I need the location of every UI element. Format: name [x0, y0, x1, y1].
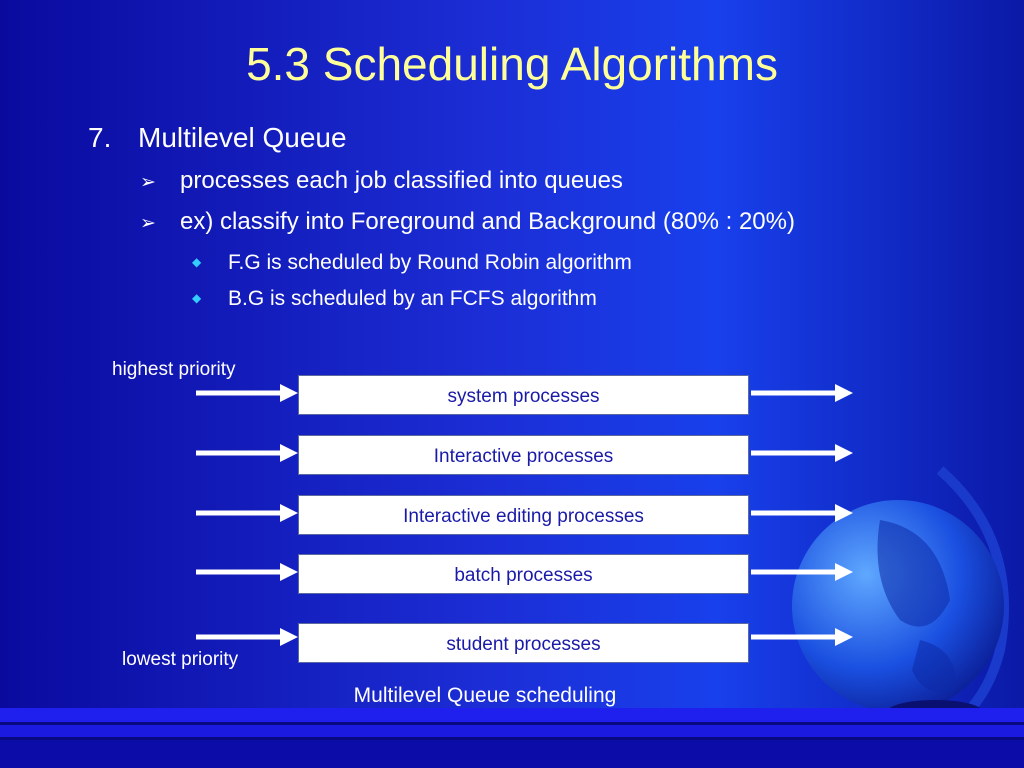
queue-box-student: student processes [298, 623, 749, 663]
subbullet-item: ◆ B.G is scheduled by an FCFS algorithm [192, 285, 597, 312]
diagram-caption: Multilevel Queue scheduling [353, 684, 617, 707]
queue-box-interactive-editing: Interactive editing processes [298, 495, 749, 535]
arrow-bullet-icon: ➢ [140, 172, 156, 193]
footer-bar [0, 708, 1024, 722]
queue-box-batch: batch processes [298, 554, 749, 594]
diamond-bullet-icon: ◆ [192, 255, 202, 269]
slide-title: 5.3 Scheduling Algorithms [246, 38, 778, 90]
list-item-text: Multilevel Queue [138, 122, 347, 153]
list-item-multilevel-queue: 7. Multilevel Queue [88, 120, 347, 156]
lowest-priority-label: lowest priority [122, 649, 239, 670]
footer-divider [0, 737, 1024, 740]
arrow-in-icon [196, 444, 298, 462]
arrow-out-icon [751, 628, 853, 646]
queue-label: student processes [446, 634, 601, 655]
arrow-in-icon [196, 628, 298, 646]
bullet-item: ➢ ex) classify into Foreground and Backgr… [140, 207, 795, 239]
arrow-out-icon [751, 504, 853, 522]
arrow-in-icon [196, 504, 298, 522]
arrow-in-icon [196, 384, 298, 402]
diamond-bullet-icon: ◆ [192, 291, 202, 305]
list-number: 7. [88, 122, 112, 153]
queue-label: batch processes [454, 565, 593, 586]
arrow-out-icon [751, 444, 853, 462]
bullet-text: ex) classify into Foreground and Backgro… [180, 208, 795, 235]
bullet-text: processes each job classified into queue… [180, 167, 623, 194]
subbullet-item: ◆ F.G is scheduled by Round Robin algorit… [192, 249, 632, 276]
queue-box-system: system processes [298, 375, 749, 415]
queue-label: Interactive processes [433, 446, 614, 467]
footer-bar [0, 725, 1024, 737]
footer-bar [0, 740, 1024, 768]
bullet-item: ➢ processes each job classified into queu… [140, 166, 623, 198]
footer-divider [0, 722, 1024, 725]
queue-label: Interactive editing processes [403, 506, 644, 527]
arrow-bullet-icon: ➢ [140, 213, 156, 234]
arrow-in-icon [196, 563, 298, 581]
subbullet-text: F.G is scheduled by Round Robin algorith… [228, 251, 632, 274]
arrow-out-icon [751, 384, 853, 402]
subbullet-text: B.G is scheduled by an FCFS algorithm [228, 287, 597, 310]
queue-box-interactive: Interactive processes [298, 435, 749, 475]
arrow-out-icon [751, 563, 853, 581]
queue-label: system processes [447, 386, 600, 407]
highest-priority-label: highest priority [112, 359, 236, 380]
